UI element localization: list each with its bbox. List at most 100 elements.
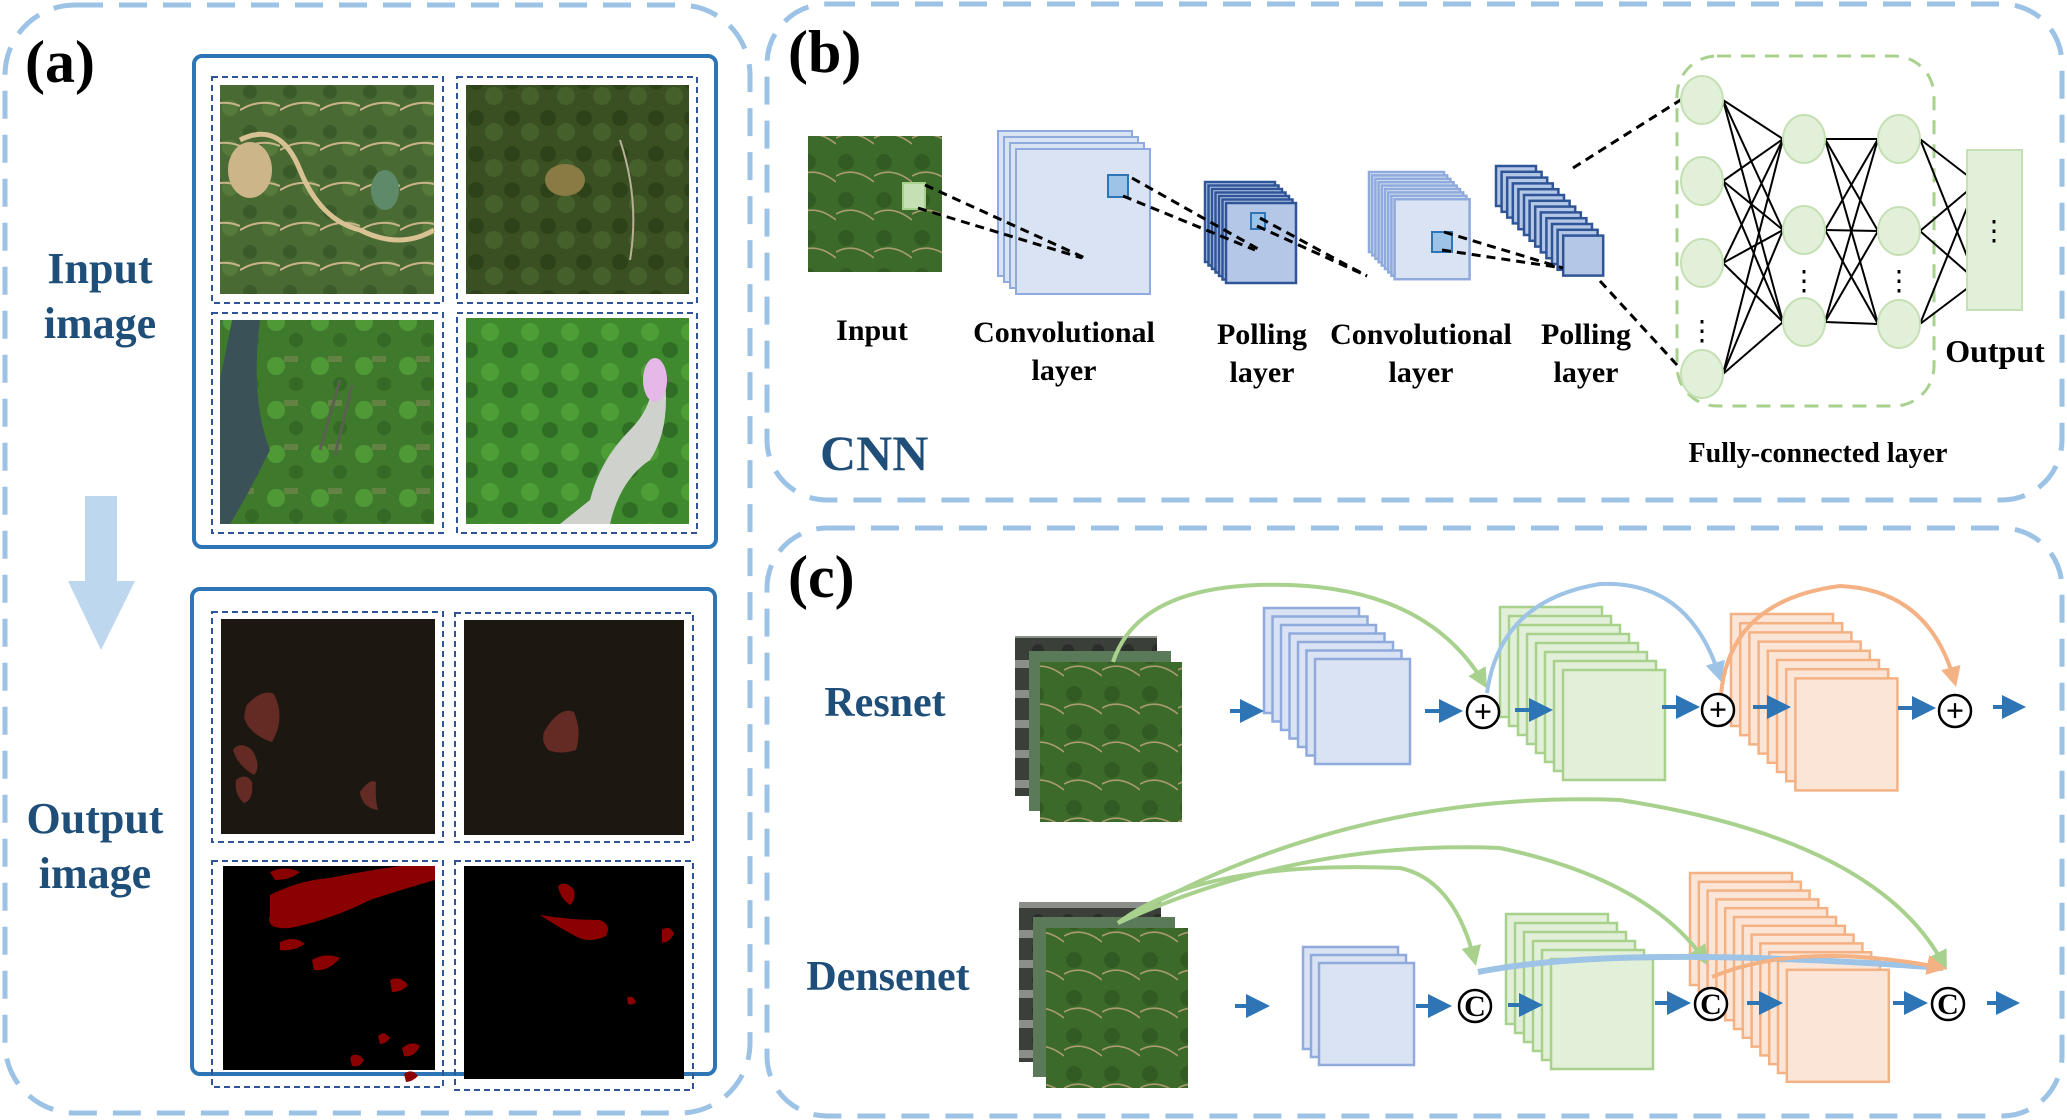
fc-connection: [1722, 229, 1784, 264]
fc-connection: [1722, 99, 1784, 323]
fc-connection: [1722, 262, 1784, 323]
add-node-3-circle: [1937, 693, 1973, 729]
resnet-block-3-map: [1794, 677, 1899, 792]
output-label: Output: [1945, 333, 2045, 369]
resnet-skip-blue: [1485, 581, 1725, 694]
densenet-layers: [1301, 871, 1891, 1084]
fc-node: [1680, 238, 1724, 288]
resnet-skip-connections: [1111, 581, 1961, 695]
concat-node-1-circle: [1457, 988, 1493, 1024]
densenet-skip-connections: [1116, 797, 1947, 979]
input-tile-cell-2: [456, 76, 698, 304]
fc-connection: [1722, 138, 1784, 375]
output-image-label-line1: Output: [27, 794, 164, 843]
resnet-skip-green: [1111, 582, 1488, 689]
input-tile-cell-3: [211, 312, 444, 534]
densenet-skip-blue: [1477, 953, 1944, 975]
densenet-block-1-map: [1317, 961, 1416, 1067]
stage-label-conv1-line2: layer: [1032, 354, 1097, 387]
fc-node: [1877, 299, 1921, 349]
densenet-skip-orange: [1711, 953, 1947, 979]
densenet-skip-green-2: [1117, 845, 1709, 966]
stage-label-pool1: Polling: [1217, 318, 1307, 351]
panel-b: (b) CNN: [764, 1, 2065, 503]
input-image-label-line1: Input: [47, 244, 153, 293]
resnet-label: Resnet: [824, 680, 945, 726]
fc-connection: [1722, 229, 1784, 375]
concat-node-2: C: [1693, 986, 1729, 1022]
conv-window: [1431, 231, 1453, 253]
fc-layer-label: Fully-connected layer: [1689, 438, 1948, 469]
concat-node-2-symbol: C: [1700, 988, 1722, 1021]
receptive-field-lines: [917, 92, 1691, 368]
input-image-label-line2: image: [44, 299, 156, 348]
concat-node-2-circle: [1693, 986, 1729, 1022]
panel-a-border: [2, 2, 753, 1116]
add-node-1-symbol: +: [1474, 693, 1492, 729]
stage-label-pool2: Polling: [1541, 318, 1631, 351]
input-tile-cell-4: [456, 312, 698, 534]
flow-arrows: [1230, 695, 2026, 1018]
fc-connection: [1722, 321, 1784, 375]
mask-cell-3: [211, 860, 444, 1088]
stage-label-input: Input: [836, 314, 908, 347]
panel-c: (c) Resnet Densenet: [764, 525, 2065, 1119]
panel-b-label: (b): [788, 19, 861, 85]
add-node-3: +: [1937, 692, 1973, 729]
pooling-layer-2-stack: [1494, 164, 1605, 277]
fc-connection: [1824, 138, 1879, 323]
fc-connection: [1722, 138, 1784, 182]
down-arrow-icon: [68, 496, 135, 650]
panel-c-border: [764, 525, 2065, 1119]
fc-ellipsis-1: ⋮: [1688, 316, 1716, 347]
fc-connection: [1722, 180, 1784, 323]
stage-label-pool2-line2: layer: [1554, 356, 1619, 389]
resnet-layers: [1262, 605, 1899, 792]
fc-connection: [1824, 230, 1879, 323]
fc-connections: [1722, 99, 1978, 375]
stage-label-conv2: Convolutional: [1330, 318, 1512, 351]
receptive-field: [902, 182, 926, 210]
concat-node-3-circle: [1930, 986, 1966, 1022]
fc-node: [1782, 297, 1826, 347]
concat-node-1-symbol: C: [1464, 990, 1486, 1023]
resnet-input-stack: [1015, 636, 1182, 822]
fc-connection: [1722, 180, 1784, 231]
conv-layer-2-stack: [1367, 170, 1471, 281]
concat-node-3-symbol: C: [1937, 988, 1959, 1021]
add-node-1: +: [1465, 693, 1501, 730]
pooling-layer-1-stack: [1203, 180, 1298, 285]
mask-cell-4: [454, 860, 694, 1091]
fc-ellipsis-4: ⋮: [1980, 216, 2008, 247]
input-tile-cell-1: [211, 76, 444, 304]
panel-a-label: (a): [25, 29, 95, 95]
resnet-block-2-map: [1561, 668, 1667, 782]
resnet-skip-orange: [1719, 583, 1961, 695]
fc-connection: [1722, 99, 1784, 231]
fc-node: [1680, 156, 1724, 206]
output-image-label-line2: image: [39, 849, 151, 898]
operator-nodes: + + + C C C: [1457, 691, 1973, 1024]
conv-layer-1-stack: [997, 130, 1151, 295]
segmentation-mask-4: [464, 866, 684, 1079]
fc-layer-box: [1675, 54, 1936, 408]
add-node-2-symbol: +: [1709, 691, 1727, 727]
add-node-2-circle: [1700, 692, 1736, 728]
fc-node: [1680, 75, 1724, 125]
cnn-label: CNN: [820, 425, 928, 481]
panel-c-label: (c): [788, 544, 855, 610]
panel-a: (a) Input image Output image: [2, 2, 753, 1116]
fc-connection: [1824, 321, 1879, 325]
fc-node: [1782, 114, 1826, 164]
concat-node-1: C: [1457, 988, 1493, 1024]
densenet-label: Densenet: [806, 954, 969, 1000]
stage-label-conv1: Convolutional: [973, 316, 1155, 349]
fc-ellipsis-3: ⋮: [1885, 266, 1913, 297]
fc-node: [1877, 206, 1921, 256]
stage-label-conv2-line2: layer: [1389, 356, 1454, 389]
fc-node: [1680, 349, 1724, 399]
fc-ellipsis-2: ⋮: [1790, 266, 1818, 297]
fc-node: [1877, 114, 1921, 164]
resnet-block-1-map: [1313, 657, 1412, 766]
